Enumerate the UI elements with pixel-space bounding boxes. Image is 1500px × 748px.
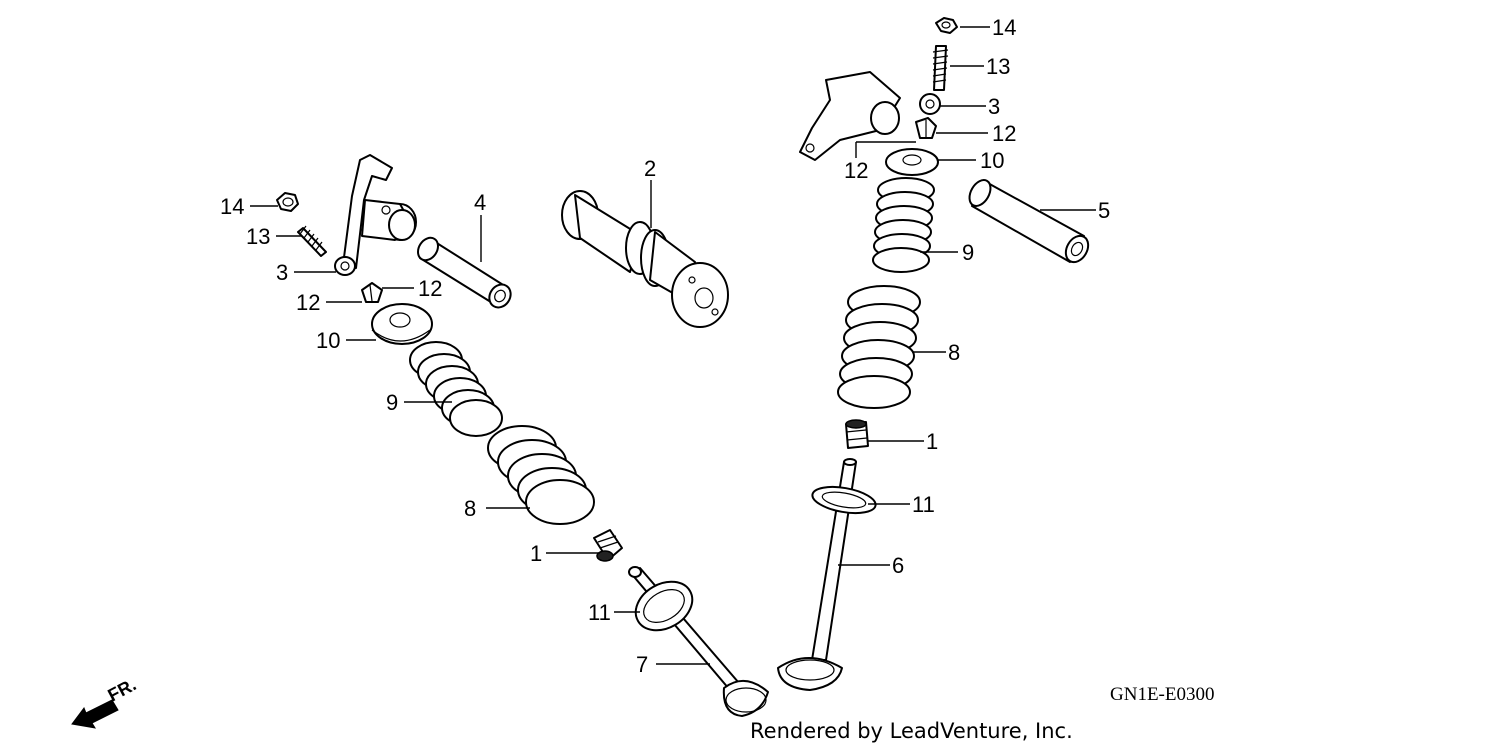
callout-8-left[interactable]: 8: [464, 496, 476, 521]
callout-3-right[interactable]: 3: [988, 94, 1000, 119]
callout-3-left[interactable]: 3: [276, 260, 288, 285]
part-1-stem-seal-left[interactable]: [593, 529, 623, 562]
part-1-stem-seal-right[interactable]: [845, 419, 869, 449]
part-5-rocker-shaft[interactable]: [965, 176, 1092, 266]
part-8-outer-spring-left[interactable]: [487, 425, 595, 525]
callout-1-right[interactable]: 1: [926, 429, 938, 454]
part-4-rocker-shaft[interactable]: [414, 234, 515, 311]
callout-7[interactable]: 7: [636, 652, 648, 677]
callout-4[interactable]: 4: [474, 190, 486, 215]
callout-8-right[interactable]: 8: [948, 340, 960, 365]
front-arrow-icon: [71, 699, 119, 729]
callout-13-right[interactable]: 13: [986, 54, 1010, 79]
part-12-valve-cotters-right[interactable]: [915, 117, 937, 139]
callout-labels: 14 13 3 12 12 10 9 8 1 11 7 4 2 14 13 3 …: [220, 15, 1110, 677]
callout-1-left[interactable]: 1: [530, 541, 542, 566]
part-8-outer-spring-right[interactable]: [837, 285, 921, 409]
callout-11-right[interactable]: 11: [912, 492, 935, 517]
part-9-inner-spring-right[interactable]: [872, 177, 935, 273]
callout-9-right[interactable]: 9: [962, 240, 974, 265]
part-9-inner-spring-left[interactable]: [409, 341, 503, 437]
callout-14-left[interactable]: 14: [220, 194, 244, 219]
callout-2[interactable]: 2: [644, 156, 656, 181]
part-11-spring-seat-left[interactable]: [627, 572, 701, 640]
callout-12-left-a[interactable]: 12: [296, 290, 320, 315]
part-3-rocker-arm-right[interactable]: [799, 71, 941, 161]
front-direction-marker: FR.: [71, 674, 139, 729]
callout-14-right[interactable]: 14: [992, 15, 1016, 40]
callout-6[interactable]: 6: [892, 553, 904, 578]
part-3-rocker-arm-left[interactable]: [334, 154, 417, 276]
callout-12-right-a[interactable]: 12: [992, 121, 1016, 146]
callout-11-left[interactable]: 11: [588, 600, 611, 625]
part-12-valve-cotters-left[interactable]: [361, 282, 383, 303]
part-11-spring-seat-right[interactable]: [810, 483, 877, 518]
part-13-adjust-screw-right[interactable]: [932, 45, 949, 91]
part-10-spring-retainer-right[interactable]: [885, 148, 939, 176]
part-2-camshaft[interactable]: [561, 190, 729, 328]
callout-5[interactable]: 5: [1098, 198, 1110, 223]
render-credit: Rendered by LeadVenture, Inc.: [750, 719, 1073, 743]
part-14-nut-left[interactable]: [276, 192, 299, 212]
callout-13-left[interactable]: 13: [246, 224, 270, 249]
part-14-nut-right[interactable]: [935, 17, 958, 34]
callout-12-left-b[interactable]: 12: [418, 276, 442, 301]
callout-10-right[interactable]: 10: [980, 148, 1004, 173]
callout-10-left[interactable]: 10: [316, 328, 340, 353]
part-10-spring-retainer-left[interactable]: [371, 303, 433, 345]
leader-lines: [250, 26, 1096, 665]
callout-12-right-b[interactable]: 12: [844, 158, 868, 183]
part-13-adjust-screw-left[interactable]: [297, 225, 327, 257]
diagram-code: GN1E-E0300: [1110, 684, 1214, 705]
callout-9-left[interactable]: 9: [386, 390, 398, 415]
